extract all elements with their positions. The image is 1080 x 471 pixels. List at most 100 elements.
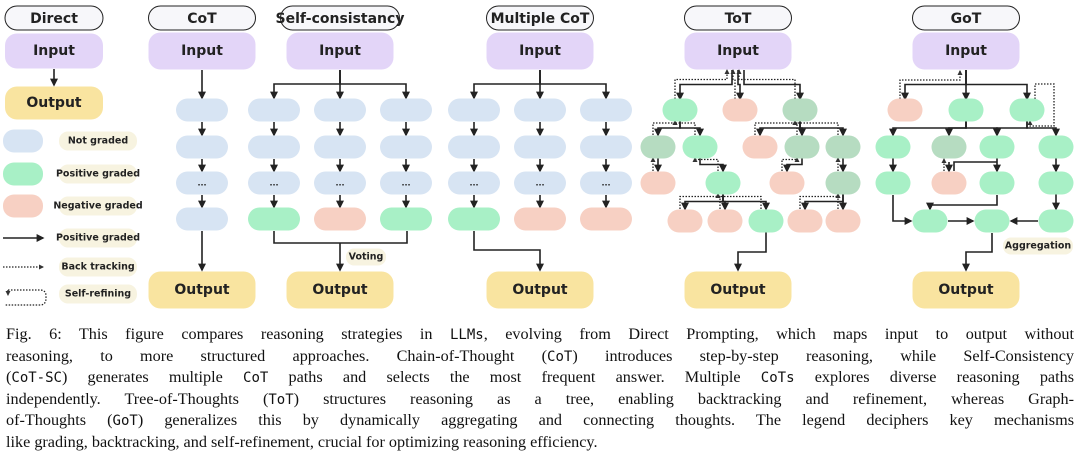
caption-line: independently. Tree-of-Thoughts (ToT) st… xyxy=(6,389,1074,411)
thought-node-not-graded xyxy=(248,171,300,195)
arrow xyxy=(1026,121,1060,137)
thought-node-not-graded xyxy=(176,98,228,122)
thought-node-positive-graded xyxy=(979,135,1015,159)
arrow xyxy=(743,70,804,101)
thought-node-negative-graded xyxy=(825,209,861,233)
thought-node-positive-graded xyxy=(640,135,676,159)
output-node xyxy=(5,86,103,120)
arrow xyxy=(993,121,1028,137)
strategy-title: CoT xyxy=(187,11,217,27)
backtrack-arrow xyxy=(715,192,762,209)
legend-label: Negative graded xyxy=(53,201,142,212)
thought-node-not-graded xyxy=(314,98,366,122)
thought-node-positive-graded xyxy=(662,98,698,122)
thought-node-negative-graded xyxy=(769,171,805,195)
backtrack-arrow xyxy=(736,68,796,99)
ellipsis: ... xyxy=(601,179,610,188)
input-node xyxy=(486,32,594,70)
thought-node-positive-graded xyxy=(448,207,500,231)
arrow xyxy=(470,70,541,100)
arrow xyxy=(676,70,733,101)
thought-node-negative-graded xyxy=(742,135,778,159)
thought-node-positive-graded xyxy=(1038,171,1074,195)
thought-node-positive-graded xyxy=(931,135,967,159)
thought-node-positive-graded xyxy=(748,209,784,233)
output-node xyxy=(286,271,394,309)
caption-text: ) introduces step-by-step reasoning, whi… xyxy=(572,346,1075,365)
backtrack-arrow xyxy=(672,119,696,135)
thought-node-not-graded xyxy=(514,135,566,159)
input-label: Input xyxy=(181,43,223,59)
arrow xyxy=(473,231,544,272)
thought-node-positive-graded xyxy=(825,171,861,195)
caption-code: ToT xyxy=(268,391,294,408)
arrow xyxy=(953,161,997,171)
arrow xyxy=(965,121,1001,137)
thought-node-not-graded xyxy=(514,98,566,122)
thought-node-positive-graded xyxy=(705,171,741,195)
caption-text: paths and selects the most frequent answ… xyxy=(268,368,761,387)
output-label: Output xyxy=(938,282,994,298)
caption-text: , evolving from Direct Prompting, which … xyxy=(483,325,1075,343)
thought-node-negative-graded xyxy=(722,98,758,122)
ellipsis: ... xyxy=(469,179,478,188)
strategy-title-pill xyxy=(4,5,104,31)
thought-node-not-graded xyxy=(514,171,566,195)
thought-node-not-graded xyxy=(448,135,500,159)
strategy-title-pill xyxy=(486,5,594,31)
arrow xyxy=(699,158,727,173)
thought-node-positive-graded xyxy=(875,171,911,195)
legend-label: Back tracking xyxy=(61,262,134,273)
input-label: Input xyxy=(33,43,75,59)
thought-node-positive-graded xyxy=(825,135,861,159)
thought-node-negative-graded xyxy=(314,207,366,231)
legend-label-bg xyxy=(59,228,137,248)
thought-node-positive-graded xyxy=(782,98,818,122)
thought-node-positive-graded xyxy=(1009,98,1045,122)
thought-node-negative-graded xyxy=(787,209,823,233)
legend-label: Positive graded xyxy=(56,169,140,180)
arrow xyxy=(736,70,744,101)
thought-node-negative-graded xyxy=(640,171,676,195)
backtrack-arrow xyxy=(1027,83,1055,127)
thought-node-not-graded xyxy=(448,98,500,122)
backtrack-arrow xyxy=(781,156,800,171)
thought-node-not-graded xyxy=(580,135,632,159)
output-label: Output xyxy=(174,282,230,298)
caption-text: explores diverse reasoning paths xyxy=(794,368,1074,387)
thought-node-positive-graded xyxy=(948,98,984,122)
caption-text: independently. Tree-of-Thoughts ( xyxy=(6,389,269,408)
caption-text: like grading, backtracking, and self-ref… xyxy=(6,432,598,451)
caption-text: ) generalizes this by dynamically aggreg… xyxy=(137,411,1074,430)
legend-label-bg xyxy=(59,131,137,151)
arrow xyxy=(734,232,767,272)
caption-line: Fig. 6: This figure compares reasoning s… xyxy=(6,324,1074,346)
strategy-title: ToT xyxy=(725,11,752,27)
legend-label: Positive graded xyxy=(56,233,140,244)
caption-line: like grading, backtracking, and self-ref… xyxy=(6,432,1074,453)
output-label: Output xyxy=(512,282,568,298)
output-node xyxy=(684,271,792,309)
output-node xyxy=(486,271,594,309)
thought-node-negative-graded xyxy=(667,209,703,233)
thought-node-positive-graded xyxy=(912,209,948,233)
caption-text: ( xyxy=(6,368,12,387)
caption-text: of-Thoughts ( xyxy=(6,411,113,430)
annotation-bg xyxy=(1003,237,1073,255)
legend-swatch-not-graded xyxy=(3,129,43,153)
caption-text: ) structures reasoning as a tree, enabli… xyxy=(293,389,1075,408)
legend-label-bg xyxy=(59,257,137,277)
thought-node-positive-graded xyxy=(248,207,300,231)
backtrack-arrow xyxy=(754,119,798,135)
strategy-title-pill xyxy=(912,5,1020,31)
thought-node-negative-graded xyxy=(887,98,923,122)
thought-node-negative-graded xyxy=(514,207,566,231)
output-label: Output xyxy=(26,95,82,111)
input-label: Input xyxy=(945,43,987,59)
strategy-title: GoT xyxy=(951,11,982,27)
caption-code: LLMs xyxy=(449,327,484,343)
ellipsis: ... xyxy=(197,179,206,188)
ellipsis: ... xyxy=(269,179,278,188)
